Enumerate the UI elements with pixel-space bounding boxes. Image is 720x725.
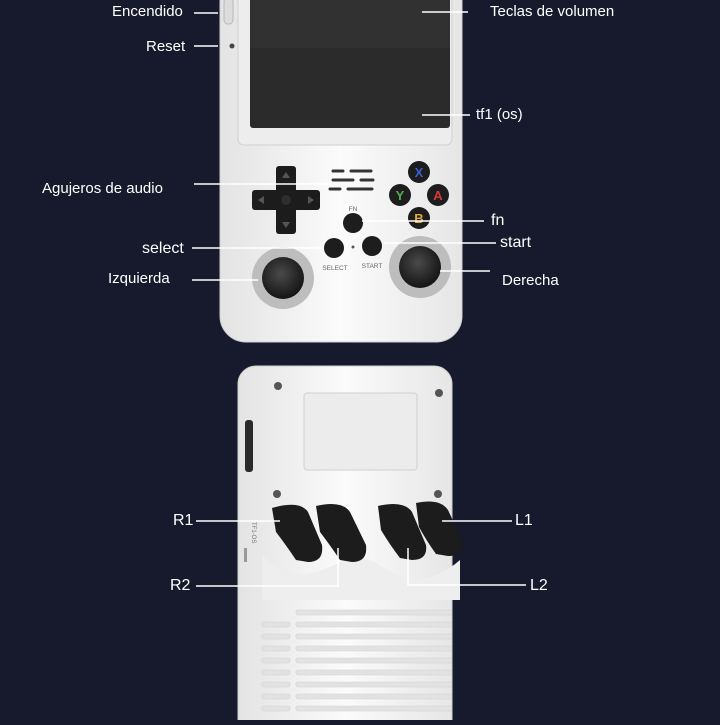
label-select: select bbox=[142, 240, 184, 257]
speaker-grille bbox=[328, 169, 375, 191]
a-button-label: A bbox=[433, 188, 443, 203]
b-button-label: B bbox=[414, 211, 423, 226]
front-view: X Y A B FN SELECT START bbox=[192, 0, 496, 343]
select-printed: SELECT bbox=[322, 265, 347, 272]
y-button-label: Y bbox=[396, 188, 405, 203]
b-button bbox=[408, 207, 430, 229]
start-printed: START bbox=[362, 263, 383, 270]
trigger-r1 bbox=[272, 504, 323, 562]
label-l1: L1 bbox=[515, 512, 533, 529]
label-reset: Reset bbox=[146, 38, 186, 55]
front-callouts bbox=[192, 11, 496, 281]
dpad bbox=[252, 166, 320, 234]
back-callouts bbox=[196, 520, 526, 587]
select-button bbox=[324, 238, 344, 258]
screen-glare bbox=[250, 0, 450, 48]
screw-top-left bbox=[274, 382, 282, 390]
grip-bump bbox=[262, 555, 460, 600]
x-button bbox=[408, 161, 430, 183]
label-encendido: Encendido bbox=[112, 3, 183, 20]
label-derecha: Derecha bbox=[502, 272, 559, 289]
label-agujeros-audio: Agujeros de audio bbox=[42, 180, 163, 197]
trigger-r2 bbox=[316, 504, 367, 562]
tf-slot-label: TF1-OS bbox=[250, 522, 256, 543]
label-fn: fn bbox=[491, 212, 505, 229]
right-stick bbox=[399, 246, 441, 288]
battery-panel bbox=[303, 392, 418, 471]
trigger-l2 bbox=[378, 504, 427, 560]
label-teclas-volumen: Teclas de volumen bbox=[490, 3, 615, 20]
power-switch bbox=[223, 0, 234, 25]
label-start: start bbox=[500, 234, 532, 251]
label-r1: R1 bbox=[173, 512, 194, 529]
label-izquierda: Izquierda bbox=[108, 270, 170, 287]
a-button bbox=[427, 184, 449, 206]
side-port bbox=[245, 420, 253, 472]
screw-mid-left bbox=[273, 490, 281, 498]
tf-slot bbox=[244, 548, 247, 562]
reset-hole bbox=[229, 43, 235, 49]
x-button-label: X bbox=[415, 165, 424, 180]
label-l2: L2 bbox=[530, 577, 548, 594]
label-tf1: tf1 (os) bbox=[476, 106, 523, 123]
screw-mid-right bbox=[434, 490, 442, 498]
screw-top-right bbox=[435, 389, 443, 397]
start-button bbox=[362, 236, 382, 256]
fn-button bbox=[343, 213, 363, 233]
left-stick bbox=[262, 257, 304, 299]
fn-printed: FN bbox=[349, 206, 358, 213]
label-r2: R2 bbox=[170, 577, 191, 594]
trigger-l1 bbox=[416, 501, 463, 557]
vent-ribs bbox=[261, 609, 453, 712]
back-view: TF1-OS bbox=[196, 365, 526, 725]
y-button bbox=[389, 184, 411, 206]
center-dot bbox=[351, 245, 355, 249]
